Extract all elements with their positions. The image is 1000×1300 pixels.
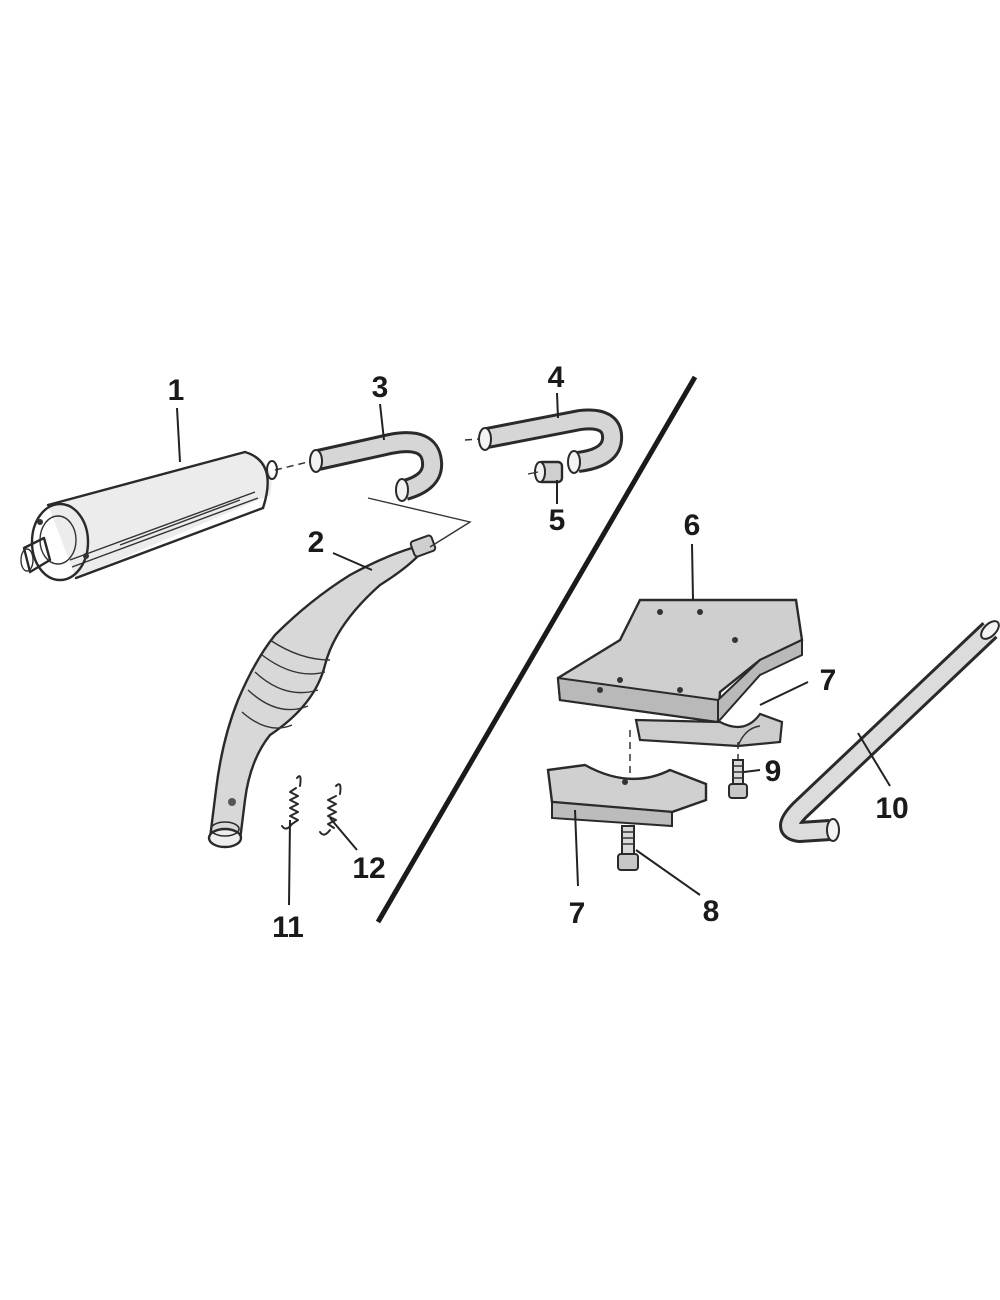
part-7-upper-block [634,712,784,748]
leader-7a [759,681,809,706]
part-6-mounting-plate [556,598,804,725]
leader-2 [332,552,373,571]
connection-line-5 [527,471,539,475]
connection-line-1-3 [274,461,309,471]
leader-12 [329,817,358,851]
leader-7b [574,809,579,887]
part-4-bent-tube [478,408,624,474]
leader-3 [379,403,385,441]
part-3-bent-tube [309,431,444,502]
callout-3: 3 [372,371,389,404]
leader-4 [556,392,559,419]
callout-7-lower: 7 [569,897,586,930]
callout-6: 6 [684,509,701,542]
leader-10 [857,732,891,787]
callout-11: 11 [272,911,304,944]
part-7-lower-block [546,763,708,828]
part-5-sleeve [534,460,564,484]
divider-line [375,375,698,924]
part-2-expansion-chamber [207,534,437,849]
callout-5: 5 [549,504,566,537]
leader-8 [635,849,701,896]
callout-2: 2 [308,526,325,559]
part-1-silencer [20,450,278,582]
callout-8: 8 [703,895,720,928]
connection-line-3-2 [367,497,472,548]
part-8-bolt [617,825,639,871]
callout-7-upper: 7 [820,664,837,697]
part-12-spring [319,783,342,836]
callout-1: 1 [168,374,185,407]
part-11-spring [281,775,302,830]
leader-11 [288,819,291,906]
callout-10: 10 [875,792,908,825]
leader-6 [691,543,694,601]
leader-1 [176,407,181,463]
callout-12: 12 [352,852,385,885]
callout-9: 9 [765,755,782,788]
leader-9 [743,769,761,773]
callout-4: 4 [548,361,565,394]
part-10-bent-bar [779,620,1000,844]
part-9-bolt [728,759,748,799]
connection-line-4-left [464,438,479,441]
